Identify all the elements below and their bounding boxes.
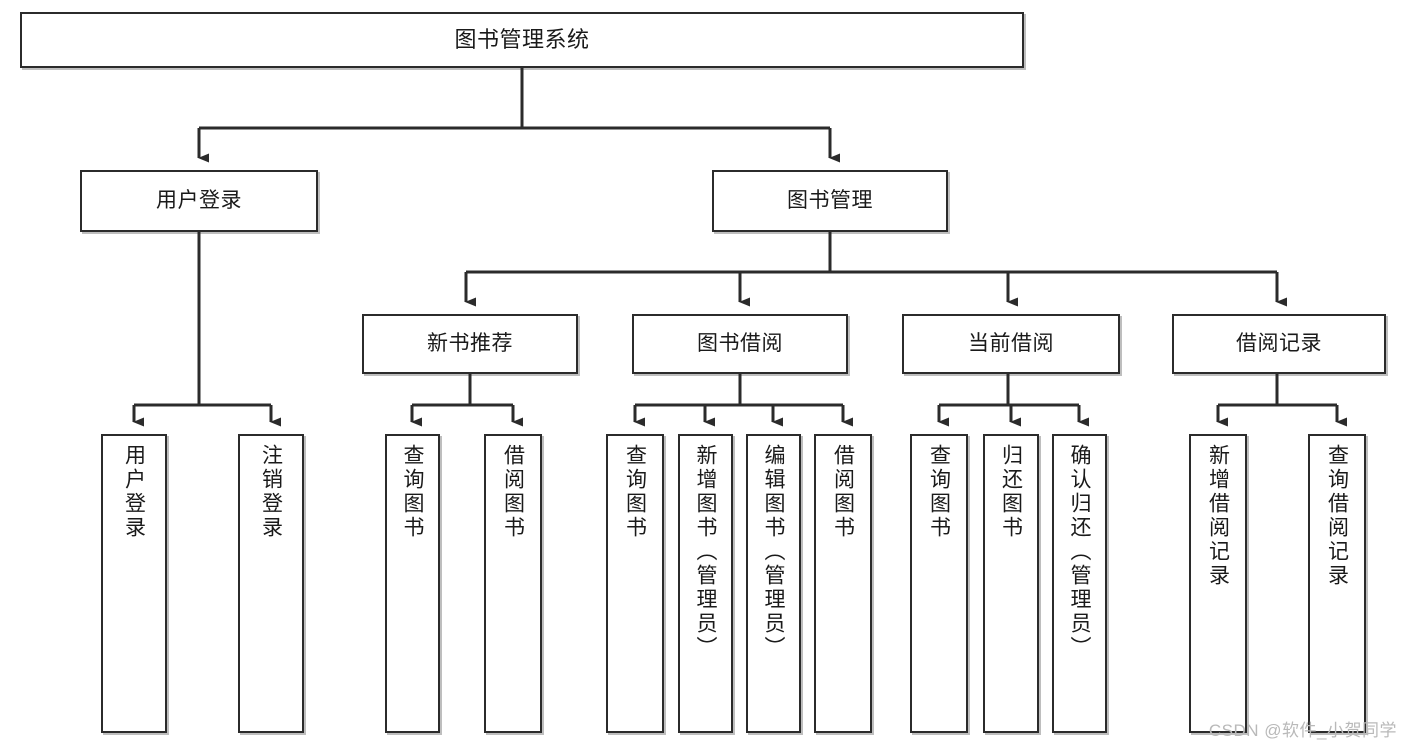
node-borrow-record-label: 借阅记录	[1236, 331, 1322, 355]
node-leaf-add-borrow-record-label: 新增借阅记录	[1206, 444, 1230, 588]
node-leaf-query-book-current[interactable]: 查询图书	[910, 434, 968, 733]
node-leaf-confirm-return-label: 确认归还（管理员）	[1068, 444, 1091, 660]
node-book-borrow-label: 图书借阅	[697, 331, 783, 355]
node-leaf-user-login[interactable]: 用户登录	[101, 434, 167, 733]
node-leaf-user-login-label: 用户登录	[122, 444, 146, 540]
node-leaf-logout[interactable]: 注销登录	[238, 434, 304, 733]
node-leaf-return-book[interactable]: 归还图书	[983, 434, 1039, 733]
node-leaf-borrow-book-recommend-label: 借阅图书	[501, 444, 525, 540]
node-borrow-record[interactable]: 借阅记录	[1172, 314, 1386, 374]
node-leaf-add-borrow-record[interactable]: 新增借阅记录	[1189, 434, 1247, 733]
node-user-login[interactable]: 用户登录	[80, 170, 318, 232]
node-current-borrow[interactable]: 当前借阅	[902, 314, 1120, 374]
node-root[interactable]: 图书管理系统	[20, 12, 1024, 68]
node-leaf-borrow-book-recommend[interactable]: 借阅图书	[484, 434, 542, 733]
node-book-borrow[interactable]: 图书借阅	[632, 314, 848, 374]
node-leaf-edit-book-label: 编辑图书（管理员）	[762, 444, 785, 660]
node-leaf-query-book-recommend[interactable]: 查询图书	[385, 434, 440, 733]
node-leaf-add-book-label: 新增图书（管理员）	[694, 444, 717, 660]
node-user-login-label: 用户登录	[156, 188, 242, 212]
node-leaf-borrow-book[interactable]: 借阅图书	[814, 434, 872, 733]
node-leaf-query-book-recommend-label: 查询图书	[401, 444, 424, 540]
node-root-label: 图书管理系统	[454, 26, 590, 52]
watermark: CSDN @软件_小贺同学	[1208, 721, 1397, 740]
node-leaf-query-book-borrow[interactable]: 查询图书	[606, 434, 664, 733]
node-leaf-borrow-book-label: 借阅图书	[831, 444, 855, 540]
node-current-borrow-label: 当前借阅	[968, 331, 1054, 355]
node-leaf-query-borrow-record[interactable]: 查询借阅记录	[1308, 434, 1366, 733]
node-leaf-logout-label: 注销登录	[259, 444, 283, 540]
node-new-book-recommend[interactable]: 新书推荐	[362, 314, 578, 374]
node-leaf-query-borrow-record-label: 查询借阅记录	[1325, 444, 1349, 588]
node-leaf-add-book[interactable]: 新增图书（管理员）	[678, 434, 733, 733]
node-leaf-edit-book[interactable]: 编辑图书（管理员）	[746, 434, 801, 733]
node-book-manage[interactable]: 图书管理	[712, 170, 948, 232]
node-leaf-query-book-current-label: 查询图书	[927, 444, 951, 540]
node-leaf-query-book-borrow-label: 查询图书	[623, 444, 647, 540]
node-new-book-recommend-label: 新书推荐	[427, 331, 513, 355]
node-leaf-confirm-return[interactable]: 确认归还（管理员）	[1052, 434, 1107, 733]
node-book-manage-label: 图书管理	[787, 188, 873, 212]
node-leaf-return-book-label: 归还图书	[999, 444, 1023, 540]
